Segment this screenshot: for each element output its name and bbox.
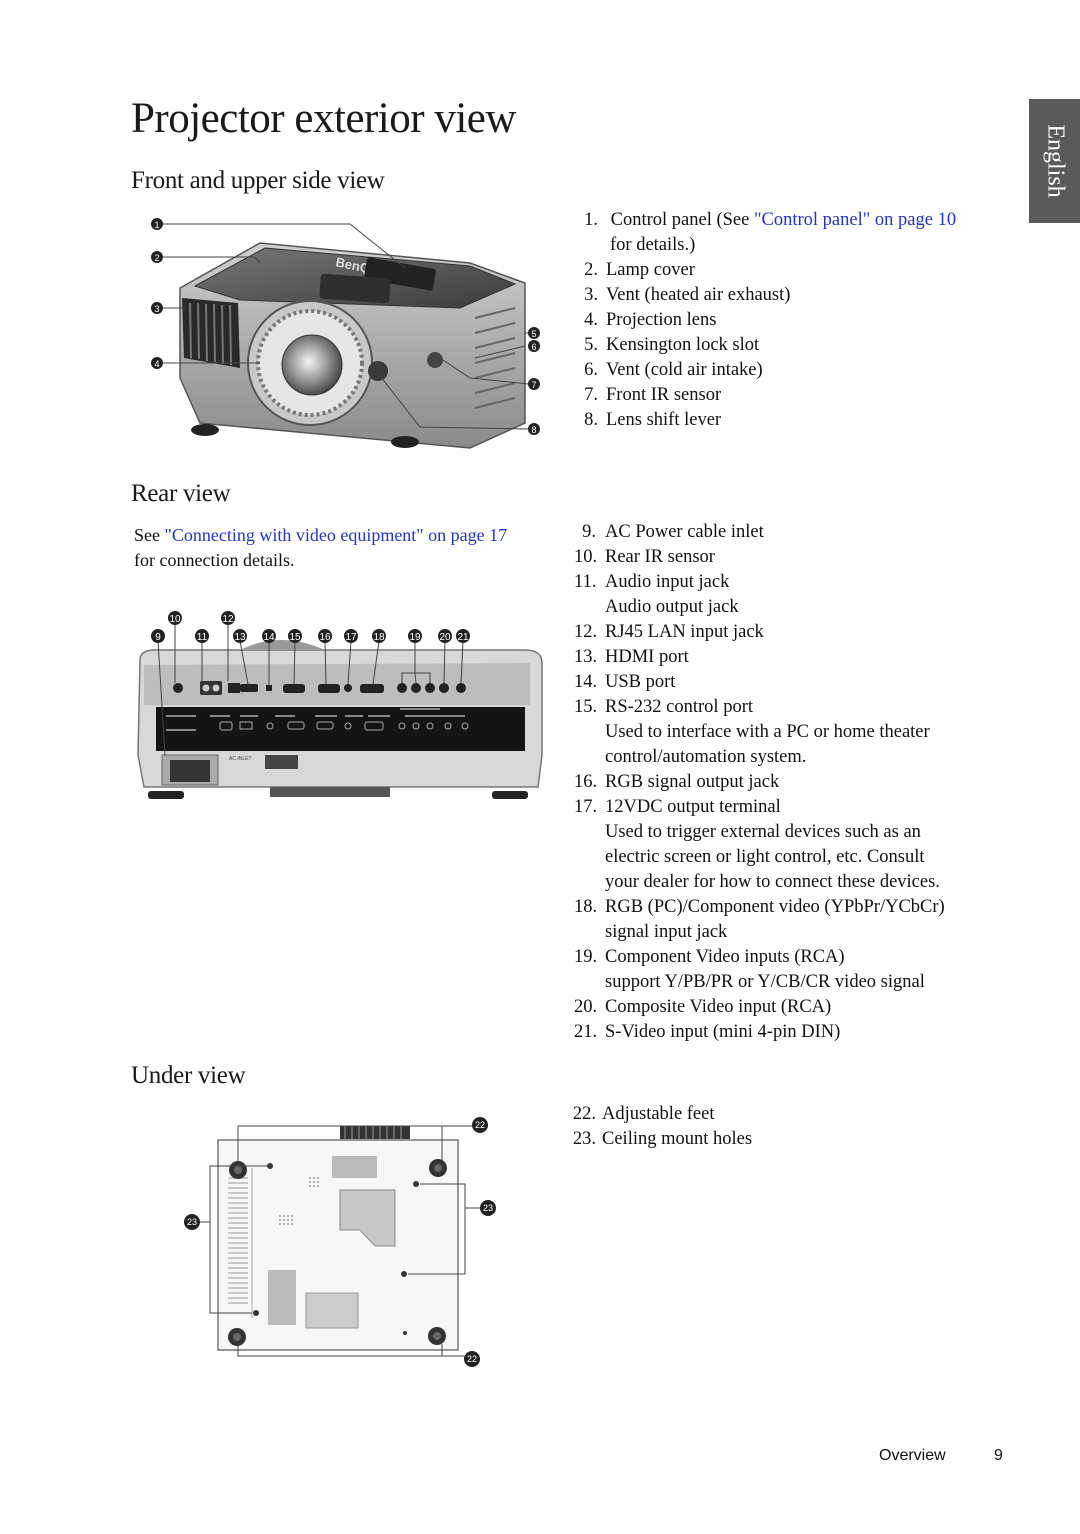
under-callouts: 22 23 23 22 xyxy=(184,1117,496,1367)
section-heading-rear: Rear view xyxy=(131,480,231,507)
callout-16: 16 xyxy=(319,632,331,643)
page-title: Projector exterior view xyxy=(131,95,516,142)
section-heading-front: Front and upper side view xyxy=(131,167,385,194)
rear-parts-list: 9.AC Power cable inlet 10.Rear IR sensor… xyxy=(574,520,1044,1045)
front-parts-list: 1. Control panel (See "Control panel" on… xyxy=(578,208,1018,433)
footer-section: Overview xyxy=(879,1447,946,1464)
list-item: 17.12VDC output terminal Used to trigger… xyxy=(574,797,940,892)
list-item: 3.Vent (heated air exhaust) xyxy=(584,285,791,305)
control-panel-link[interactable]: "Control panel" on page 10 xyxy=(753,210,957,230)
callout-9: 9 xyxy=(155,632,161,643)
list-item: 5.Kensington lock slot xyxy=(584,335,760,355)
rear-callouts: 10 12 9 11 13 14 15 16 17 18 19 20 21 xyxy=(151,611,470,643)
callout-22-bottom: 22 xyxy=(467,1354,477,1364)
language-tab: English xyxy=(1029,99,1080,223)
callout-2: 2 xyxy=(154,253,159,263)
list-item: 2.Lamp cover xyxy=(584,260,695,280)
list-item: 11.Audio input jack Audio output jack xyxy=(574,572,739,617)
section-heading-under: Under view xyxy=(131,1062,246,1089)
list-item: 1. Control panel (See "Control panel" on… xyxy=(584,210,957,255)
rear-view-illustration: AC INLET 10 12 9 11 13 14 15 16 17 18 19… xyxy=(137,611,543,799)
list-item: 13.HDMI port xyxy=(574,647,689,667)
brand-logo: BenQ xyxy=(334,254,371,276)
list-item: 6.Vent (cold air intake) xyxy=(584,360,763,380)
list-item: 21.S-Video input (mini 4-pin DIN) xyxy=(574,1022,841,1042)
callout-1: 1 xyxy=(154,220,159,230)
list-item: 12.RJ45 LAN input jack xyxy=(574,622,764,642)
callout-10: 10 xyxy=(169,614,181,625)
page-number: 9 xyxy=(994,1447,1003,1464)
list-item: 10.Rear IR sensor xyxy=(574,547,715,567)
callout-14: 14 xyxy=(263,632,275,643)
list-item: 9.AC Power cable inlet xyxy=(582,522,764,542)
list-item: 7.Front IR sensor xyxy=(584,385,722,405)
under-parts-list: 22.Adjustable feet 23.Ceiling mount hole… xyxy=(572,1102,872,1152)
list-item: 23.Ceiling mount holes xyxy=(572,1129,753,1149)
callout-21: 21 xyxy=(457,632,469,643)
callout-18: 18 xyxy=(373,632,385,643)
callout-6: 6 xyxy=(531,342,536,352)
left-vent xyxy=(182,298,240,368)
callout-20: 20 xyxy=(439,632,451,643)
callout-4: 4 xyxy=(154,359,159,369)
callout-15: 15 xyxy=(289,632,301,643)
callout-17: 17 xyxy=(345,632,357,643)
list-item: 14.USB port xyxy=(574,672,676,692)
callout-5: 5 xyxy=(531,329,536,339)
callout-12: 12 xyxy=(222,614,234,625)
list-item: 8.Lens shift lever xyxy=(584,410,722,430)
front-view-illustration: BenQ 1 2 3 4 xyxy=(151,218,540,449)
list-item: 20.Composite Video input (RCA) xyxy=(574,997,832,1017)
callout-13: 13 xyxy=(234,632,246,643)
list-item: 19.Component Video inputs (RCA) support … xyxy=(574,947,925,992)
callout-19: 19 xyxy=(409,632,421,643)
ac-inlet-label: AC INLET xyxy=(229,756,252,762)
callout-3: 3 xyxy=(154,304,159,314)
callout-11: 11 xyxy=(197,632,208,643)
callout-22-top: 22 xyxy=(475,1120,485,1130)
list-item: 16.RGB signal output jack xyxy=(574,772,780,792)
front-callouts: 1 2 3 4 5 6 7 8 xyxy=(151,218,540,435)
rear-note: See "Connecting with video equipment" on… xyxy=(134,525,508,570)
list-item: 4.Projection lens xyxy=(584,310,717,330)
connecting-video-link[interactable]: "Connecting with video equipment" on pag… xyxy=(164,525,508,545)
callout-23-left: 23 xyxy=(187,1217,197,1227)
callout-23-right: 23 xyxy=(483,1203,493,1213)
list-item: 22.Adjustable feet xyxy=(572,1104,715,1124)
under-view-illustration: 22 23 23 22 xyxy=(184,1117,496,1367)
list-item: 15.RS-232 control port Used to interface… xyxy=(574,697,930,767)
callout-8: 8 xyxy=(531,425,536,435)
list-item: 18.RGB (PC)/Component video (YPbPr/YCbCr… xyxy=(574,897,945,942)
callout-7: 7 xyxy=(531,380,536,390)
language-tab-label: English xyxy=(1042,124,1068,198)
